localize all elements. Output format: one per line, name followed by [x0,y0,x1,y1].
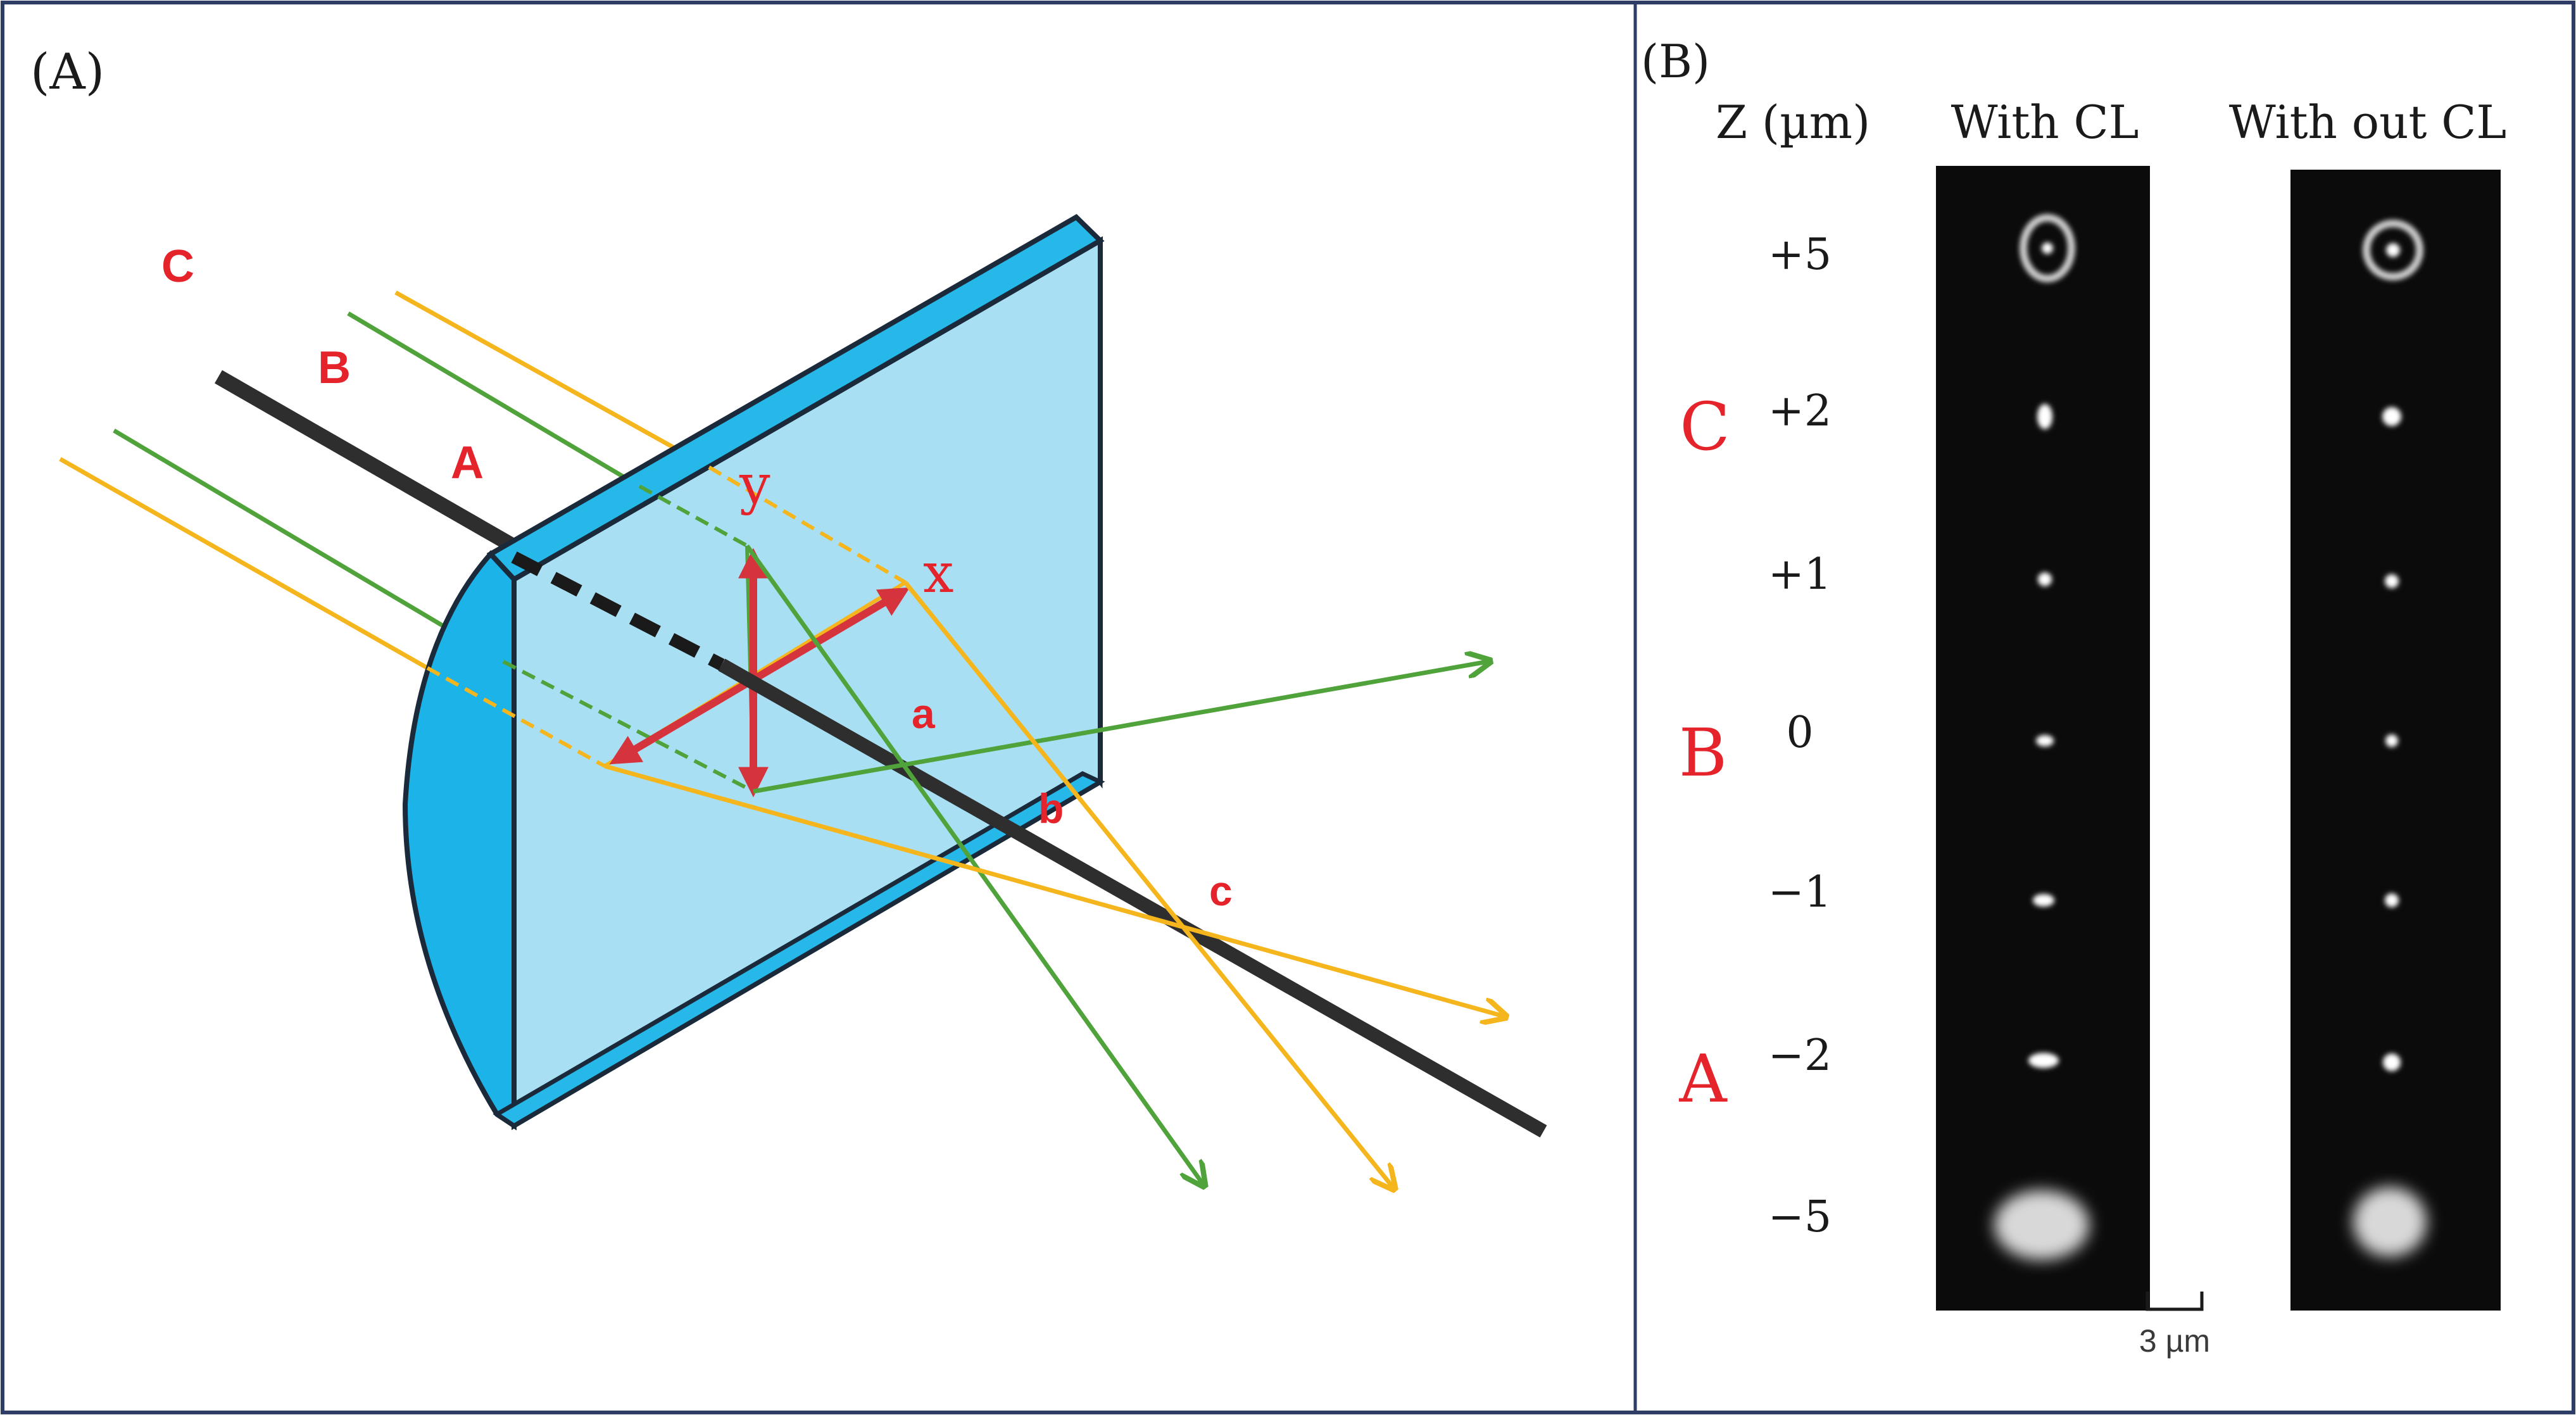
without-cl-spots [2353,220,2427,1257]
incoming-rays [59,290,710,670]
spot-cl-plus5 [2020,214,2075,282]
spot-cl-minus2 [2028,1053,2059,1068]
z-column-header: Z (µm) [1716,96,1870,149]
lens-curved-edge [402,550,517,1131]
focus-label-c: c [1209,867,1233,914]
plane-label-b: B [1679,714,1727,791]
plane-label-a: A [1678,1040,1728,1117]
spot-cl-plus2 [2037,404,2052,429]
optical-axis-out [718,658,1547,1138]
beam-label-c: C [161,241,194,292]
spot-cl-plus5-core [2042,242,2053,254]
z-value: +1 [1768,550,1831,600]
z-value: +5 [1768,230,1831,280]
z-value: −2 [1768,1031,1831,1081]
spot-cl-plus1 [2038,572,2052,586]
spot-nocl-plus2 [2382,407,2401,426]
without-cl-header: With out CL [2229,96,2506,149]
focus-label-b: b [1038,785,1064,832]
scale-bar-label: 3 µm [2139,1323,2210,1359]
ray-yellow-out-down [903,581,1393,1187]
axis-arrows [609,548,910,798]
spot-nocl-plus5-core [2386,243,2400,257]
optical-axis-in [215,370,517,553]
spot-nocl-zero [2385,734,2398,747]
ray-yellow-bottom-dash [426,666,606,768]
ray-green-out-right [753,662,1488,794]
ray-green-bottom-in [113,428,505,664]
outgoing-rays [604,544,1504,1187]
panel-a-label: (A) [30,44,104,101]
spot-nocl-plus1 [2385,574,2399,588]
ray-yellow-top-dash [708,465,907,584]
spot-nocl-plus5 [2363,220,2423,280]
panel-b: (B) Z (µm) With CL With out CL [1641,35,2506,1359]
beam-label-a: A [451,437,484,488]
spot-nocl-minus2 [2383,1053,2401,1071]
beam-label-b: B [318,343,351,393]
z-value: −1 [1768,867,1831,917]
z-value: 0 [1786,708,1813,758]
focus-label-a: a [912,690,936,737]
ray-green-out-down [745,544,1203,1184]
z-value: +2 [1768,386,1831,436]
plane-label-c: C [1680,388,1730,465]
z-value: −5 [1768,1192,1831,1242]
spot-cl-zero [2036,735,2054,746]
with-cl-header: With CL [1951,96,2139,149]
ray-yellow-top-in [394,290,710,470]
panel-b-label: (B) [1641,35,1710,88]
ray-green-top-in [347,311,641,489]
spot-nocl-minus1 [2385,893,2399,907]
spot-cl-minus5 [1994,1190,2089,1260]
panel-a: (A) [30,44,1547,1187]
spot-nocl-minus5 [2353,1187,2427,1257]
ray-yellow-bottom-in [59,456,429,670]
axis-label-x: x [923,542,954,605]
axis-label-y: y [739,453,770,517]
z-values: +5 +2 +1 0 −1 −2 −5 [1768,230,1831,1242]
x-axis-arrow [609,587,910,765]
with-cl-spots [1994,214,2089,1260]
ray-yellow-out-right [604,764,1504,1016]
scale-bar [2146,1292,2204,1311]
spot-cl-minus1 [2033,894,2054,907]
